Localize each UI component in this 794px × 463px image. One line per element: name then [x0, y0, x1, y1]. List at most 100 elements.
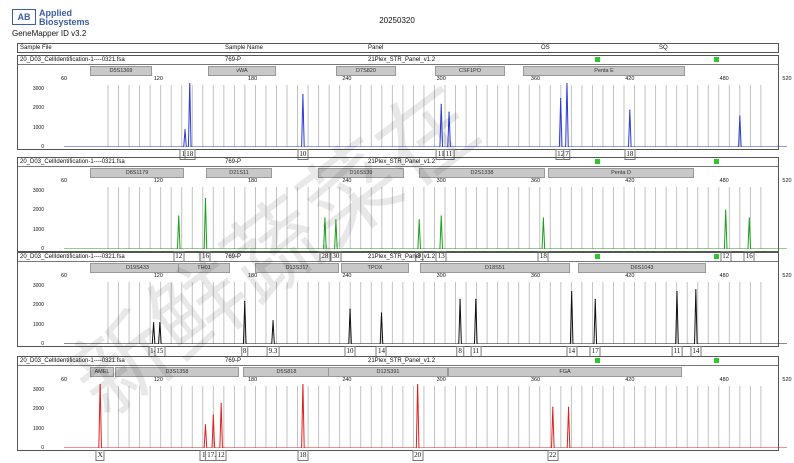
- sample-file: 20_D03_CellIdentification-1----0321.fsa: [20, 358, 125, 364]
- x-tick: 300: [436, 178, 446, 184]
- x-tick: 420: [625, 76, 635, 82]
- marker-d7s820[interactable]: D7S820: [336, 66, 396, 76]
- y-tick: 2000: [32, 302, 44, 309]
- peak-point: [748, 217, 750, 219]
- allele-label[interactable]: 18: [184, 149, 196, 160]
- x-tick: 120: [153, 273, 163, 279]
- marker-amel[interactable]: AMEL: [90, 367, 114, 377]
- peak-point: [440, 103, 442, 105]
- trace-plot: [64, 282, 787, 344]
- y-tick: 1000: [32, 425, 44, 432]
- y-tick: 3000: [32, 187, 44, 194]
- peak-point: [739, 115, 741, 117]
- peak-point: [459, 298, 461, 300]
- peak-point: [418, 219, 420, 221]
- logo-line-2: Biosystems: [39, 17, 90, 27]
- marker-d12s391[interactable]: D12S391: [328, 367, 448, 377]
- marker-d5s1369[interactable]: D5S1369: [90, 66, 152, 76]
- x-tick: 420: [625, 178, 635, 184]
- sample-name: 769-P: [225, 57, 242, 63]
- marker-fga[interactable]: FGA: [448, 367, 682, 377]
- peak-point: [560, 97, 562, 100]
- x-tick: 300: [436, 273, 446, 279]
- marker-d19s433[interactable]: D19S433: [90, 263, 185, 273]
- os-flag: [595, 159, 600, 164]
- x-tick: 480: [719, 76, 729, 82]
- allele-label[interactable]: 10: [297, 149, 309, 160]
- marker-d6s1043[interactable]: D6S1043: [578, 263, 706, 273]
- marker-d21s11[interactable]: D21S11: [206, 168, 272, 178]
- panel-name: 21Plex_STR_Panel_v1.2: [368, 254, 436, 260]
- trace-line: [64, 289, 787, 344]
- allele-label[interactable]: 18: [624, 149, 636, 160]
- peak-point: [220, 402, 222, 404]
- peak-point: [725, 209, 727, 211]
- x-tick: 360: [530, 178, 541, 184]
- x-tick: 520: [782, 377, 792, 383]
- allele-label[interactable]: 18: [297, 450, 309, 461]
- marker-vwa[interactable]: vWA: [208, 66, 276, 76]
- x-tick: 360: [530, 76, 541, 82]
- allele-label[interactable]: 11: [443, 149, 455, 160]
- peak-point: [380, 312, 383, 314]
- allele-label[interactable]: 12: [215, 450, 227, 461]
- col-panel: Panel: [368, 45, 384, 51]
- logo-mark: AB: [12, 9, 36, 25]
- marker-d16s539[interactable]: D16S539: [318, 168, 404, 178]
- marker-d13s317[interactable]: D13S317: [255, 263, 339, 273]
- marker-penta-e[interactable]: Penta E: [523, 66, 685, 76]
- sq-flag: [714, 358, 719, 363]
- col-os: OS: [541, 45, 550, 51]
- marker-d5s818[interactable]: D5S818: [243, 367, 330, 377]
- peak-point: [244, 300, 246, 302]
- peak-point: [302, 94, 304, 96]
- trace-line: [64, 198, 787, 249]
- col-sq: SQ: [659, 45, 668, 51]
- sample-file: 20_D03_CellIdentification-1----0321.fsa: [20, 159, 125, 165]
- x-tick: 180: [248, 273, 258, 279]
- x-tick: 300: [436, 76, 446, 82]
- marker-th01[interactable]: TH01: [178, 263, 230, 273]
- y-tick: 3000: [32, 85, 44, 92]
- peak-point: [272, 320, 274, 322]
- x-tick: 120: [153, 76, 163, 82]
- peak-point: [184, 128, 186, 131]
- allele-label[interactable]: 22: [547, 450, 559, 461]
- x-tick: 300: [436, 377, 446, 383]
- x-tick: 240: [342, 377, 352, 383]
- peak-point: [571, 291, 573, 293]
- marker-d3s1358[interactable]: D3S1358: [115, 367, 239, 377]
- marker-penta-d[interactable]: Penta D: [548, 168, 694, 178]
- marker-d18s51[interactable]: D18S51: [420, 263, 570, 273]
- x-tick: 60: [60, 76, 68, 82]
- peak-point: [324, 217, 326, 219]
- y-tick: 3000: [32, 386, 44, 393]
- allele-label[interactable]: 20: [412, 450, 424, 461]
- peak-point: [204, 197, 207, 200]
- peak-point: [204, 424, 207, 426]
- marker-d2s1338[interactable]: D2S1338: [419, 168, 545, 178]
- peak-point: [448, 111, 450, 113]
- applied-biosystems-logo: AB Applied Biosystems: [12, 9, 90, 27]
- y-tick: 0: [41, 341, 44, 347]
- x-tick: 60: [60, 178, 68, 184]
- marker-d8s1179[interactable]: D8S1179: [90, 168, 184, 178]
- x-tick: 240: [342, 178, 352, 184]
- y-tick: 2000: [32, 105, 44, 112]
- peak-point: [475, 298, 477, 300]
- x-tick: 180: [248, 76, 258, 82]
- marker-csf1po[interactable]: CSF1PO: [435, 66, 505, 76]
- marker-tpox[interactable]: TPOX: [341, 263, 409, 273]
- os-flag: [595, 57, 600, 62]
- allele-label[interactable]: 7: [563, 149, 571, 160]
- allele-label[interactable]: X: [95, 450, 105, 461]
- peak-point: [552, 406, 554, 408]
